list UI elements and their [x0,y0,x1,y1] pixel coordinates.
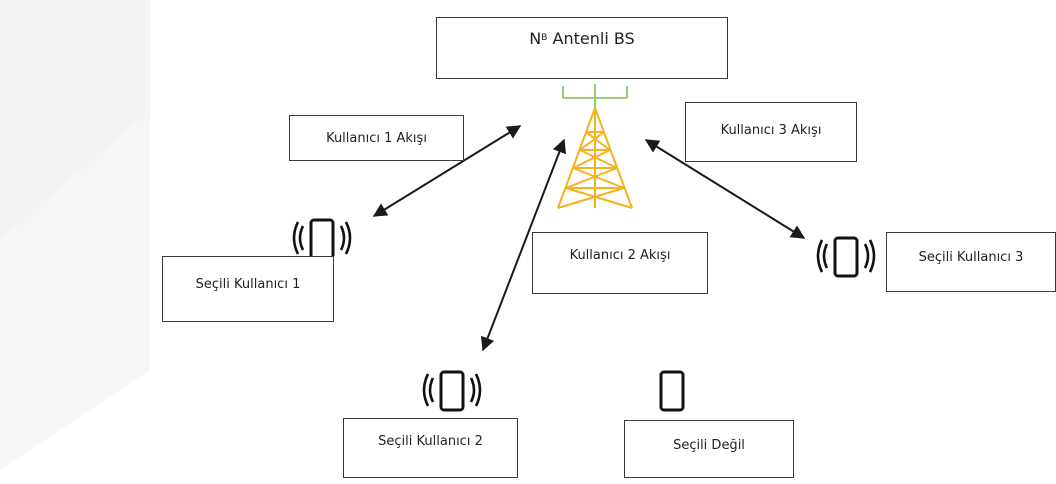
phone-signal-icon [422,370,482,412]
bs-label-sub: B [541,33,548,43]
flow-arrow-user2 [481,138,566,352]
bs-label-main: N [529,28,542,48]
flow-arrow-user3 [644,139,806,239]
flow-label-user3: Kullanıcı 3 Akışı [685,102,857,162]
phone-icon [659,370,685,412]
phone-signal-icon [816,236,876,278]
user-label-2: Seçili Kullanıcı 2 [343,418,518,478]
bs-label-rest: Antenli BS [547,28,635,48]
flow-label-user2: Kullanıcı 2 Akışı [532,232,708,294]
user-label-3: Seçili Kullanıcı 3 [886,232,1056,292]
user-label-1: Seçili Kullanıcı 1 [162,256,334,322]
cell-tower-icon [557,84,633,209]
user-label-not-selected: Seçili Değil [624,420,794,478]
phone-signal-icon [292,218,352,260]
flow-label-user1: Kullanıcı 1 Akışı [289,115,464,161]
